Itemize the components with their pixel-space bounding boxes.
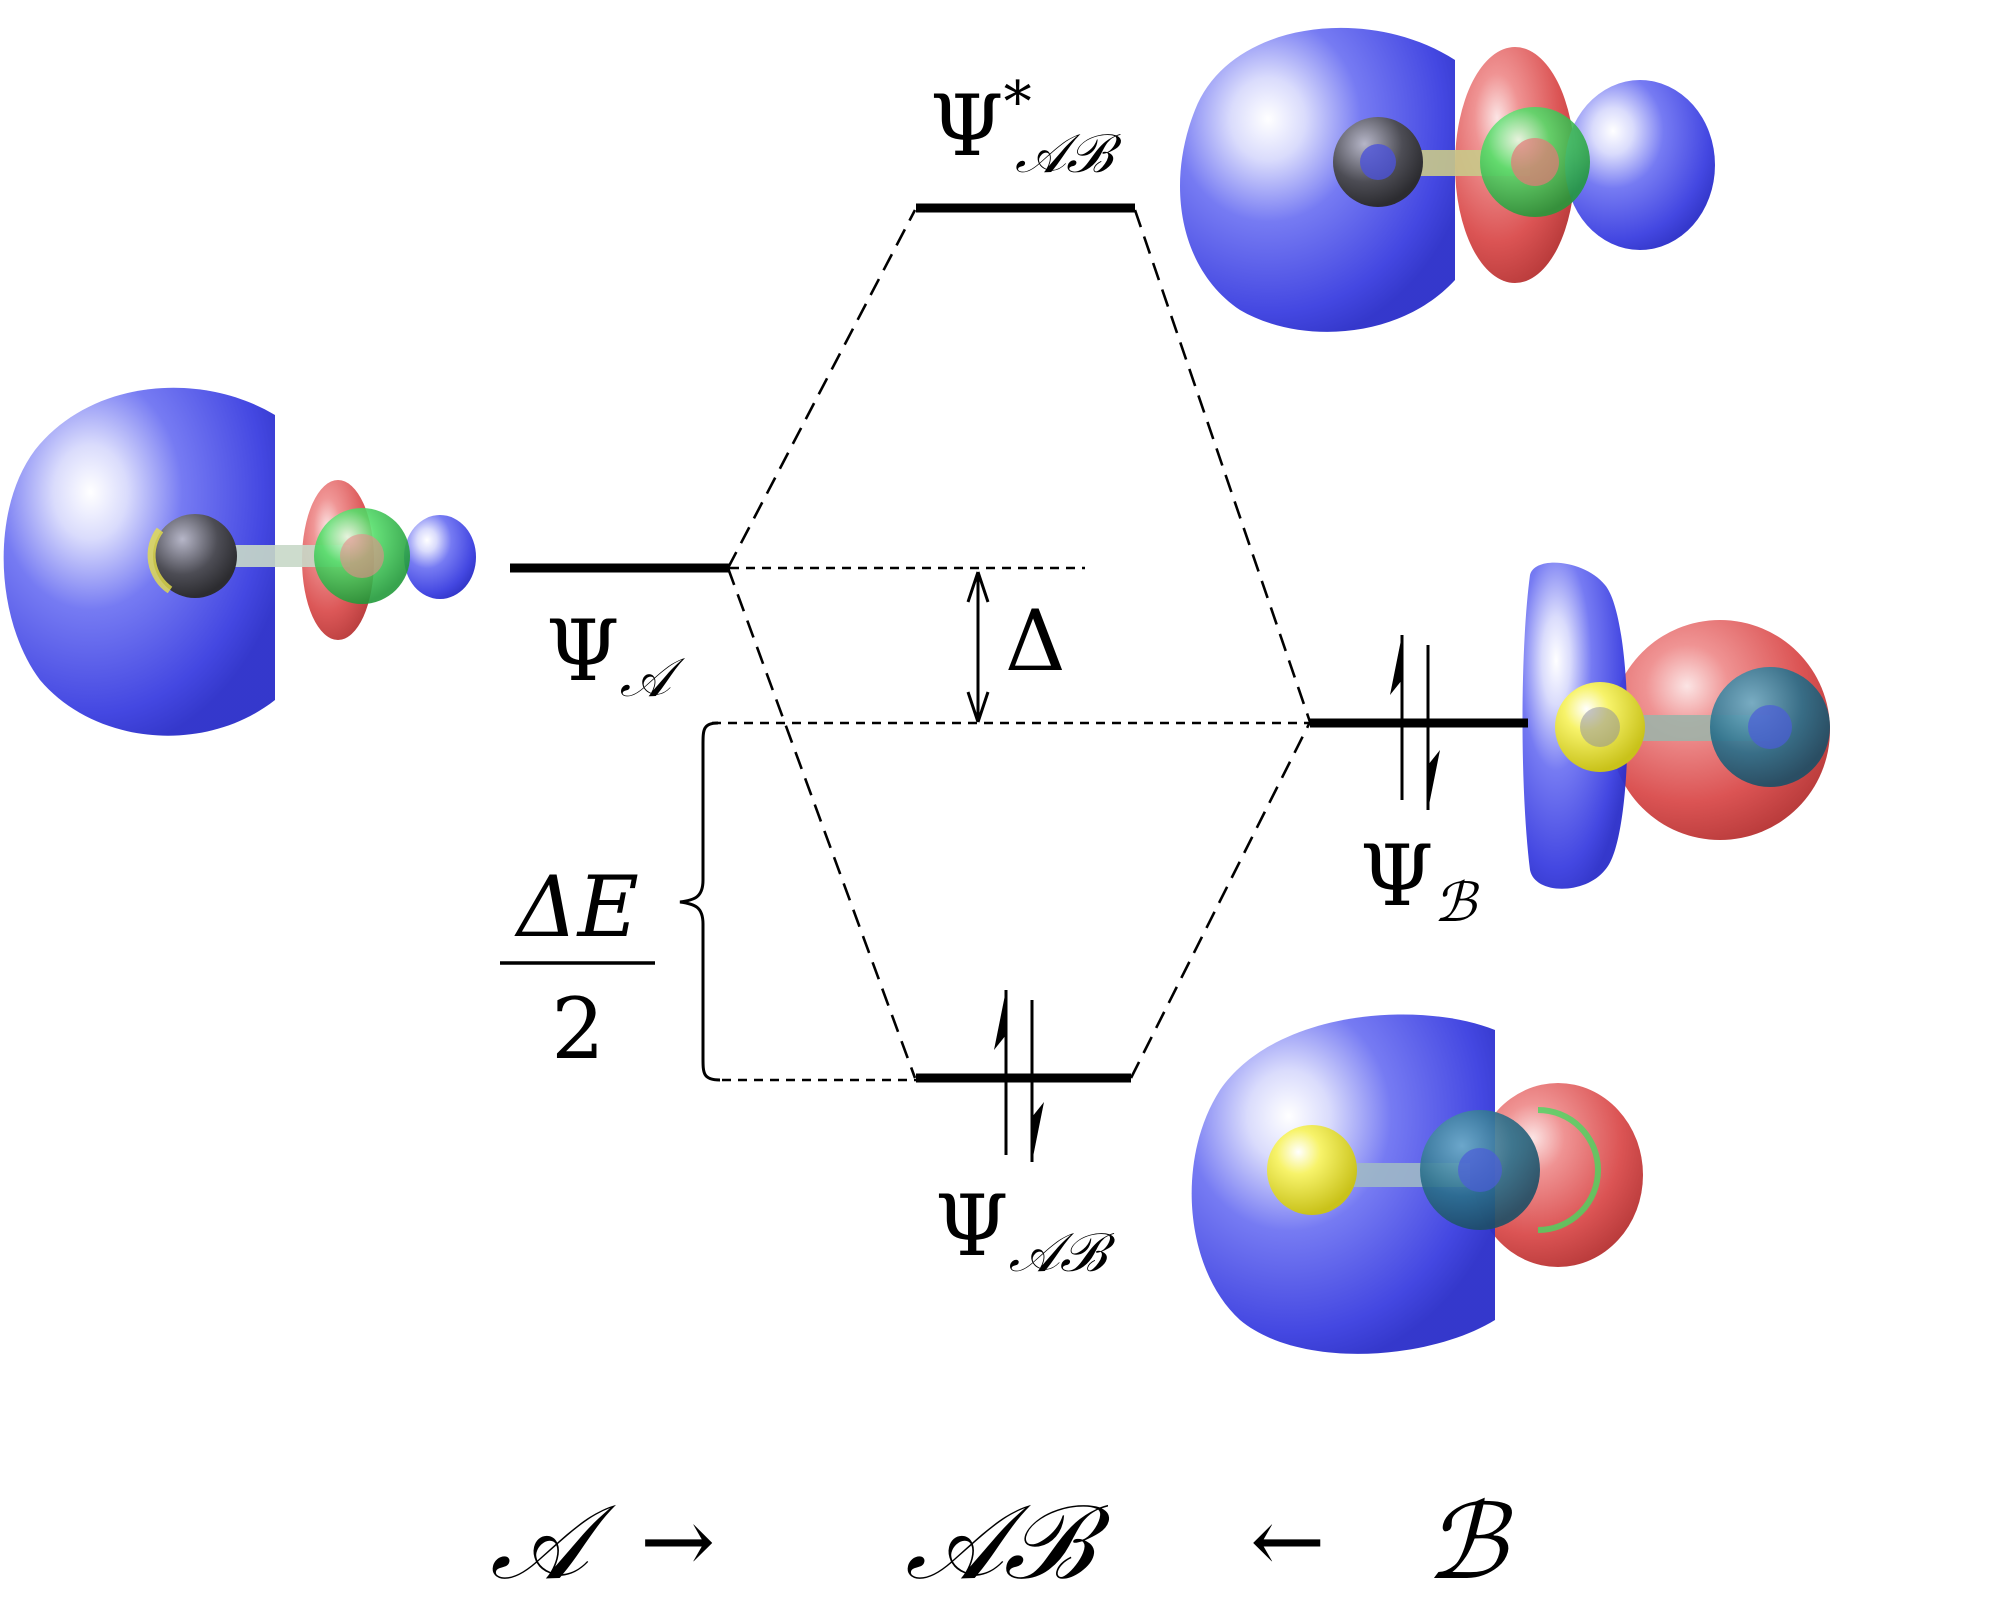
orbital-psi-a-image <box>3 387 476 736</box>
reaction-scheme: 𝒜 → 𝒜ℬ ← ℬ <box>490 1481 1513 1598</box>
gap-arrow <box>966 571 990 723</box>
label-psi-ab-star: Ψ* <box>930 70 1032 175</box>
label-half-energy-numerator: ΔE <box>514 858 639 956</box>
label-psi-a: Ψ𝒜 <box>546 602 686 709</box>
reaction-arrow-left: ← <box>1250 1489 1325 1594</box>
half-energy-brace <box>679 721 721 1082</box>
label-half-energy-denominator: 2 <box>551 980 604 1078</box>
label-gap: Δ <box>1005 592 1066 690</box>
psi-b-electron-pair <box>1390 635 1440 810</box>
reaction-arrow-right: → <box>640 1489 715 1594</box>
reaction-reactant-b: ℬ <box>1425 1481 1513 1598</box>
correlation-lines <box>726 209 1312 1079</box>
label-psi-b: Ψℬ <box>1360 827 1480 934</box>
psi-ab-electron-pair <box>994 990 1044 1162</box>
label-psi-ab: Ψ𝒜ℬ <box>935 1177 1116 1284</box>
reaction-reactant-a: 𝒜 <box>490 1481 617 1598</box>
reaction-product: 𝒜ℬ <box>905 1481 1111 1598</box>
orbital-psi-ab-star-image <box>1180 27 1715 332</box>
orbital-psi-ab-image <box>1191 1014 1643 1354</box>
orbital-psi-b-image <box>1522 562 1830 889</box>
label-psi-ab-star-subscript: 𝒜ℬ <box>1015 122 1122 185</box>
reference-lines <box>712 566 1310 1082</box>
